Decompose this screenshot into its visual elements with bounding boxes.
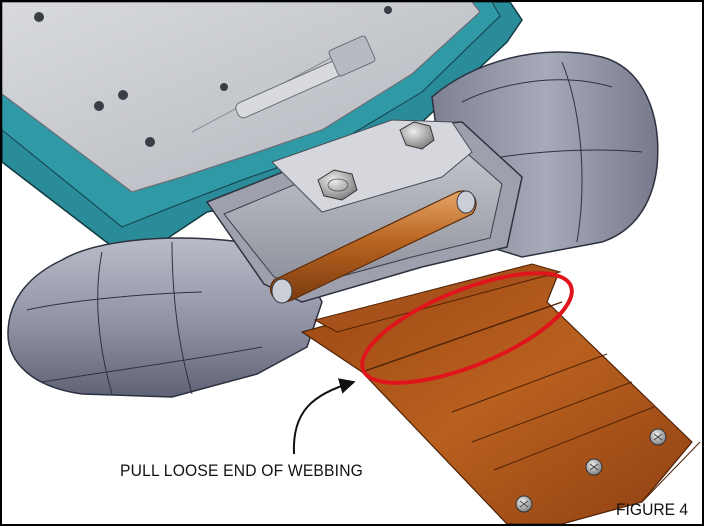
figure-label: FIGURE 4 xyxy=(616,500,689,519)
webbing-strap xyxy=(300,263,701,524)
left-housing-shell xyxy=(7,237,323,398)
hex-bolt xyxy=(317,169,358,201)
screw-head xyxy=(649,428,667,446)
mounting-plate xyxy=(2,2,481,193)
callout-label: PULL LOOSE END OF WEBBING xyxy=(120,461,364,480)
callout-arrow xyxy=(292,378,356,455)
webbing-roller xyxy=(269,190,477,304)
screw-head xyxy=(515,495,533,513)
highlight-ellipse xyxy=(360,271,574,385)
hex-bolt xyxy=(399,121,435,150)
screw-head xyxy=(585,458,603,476)
